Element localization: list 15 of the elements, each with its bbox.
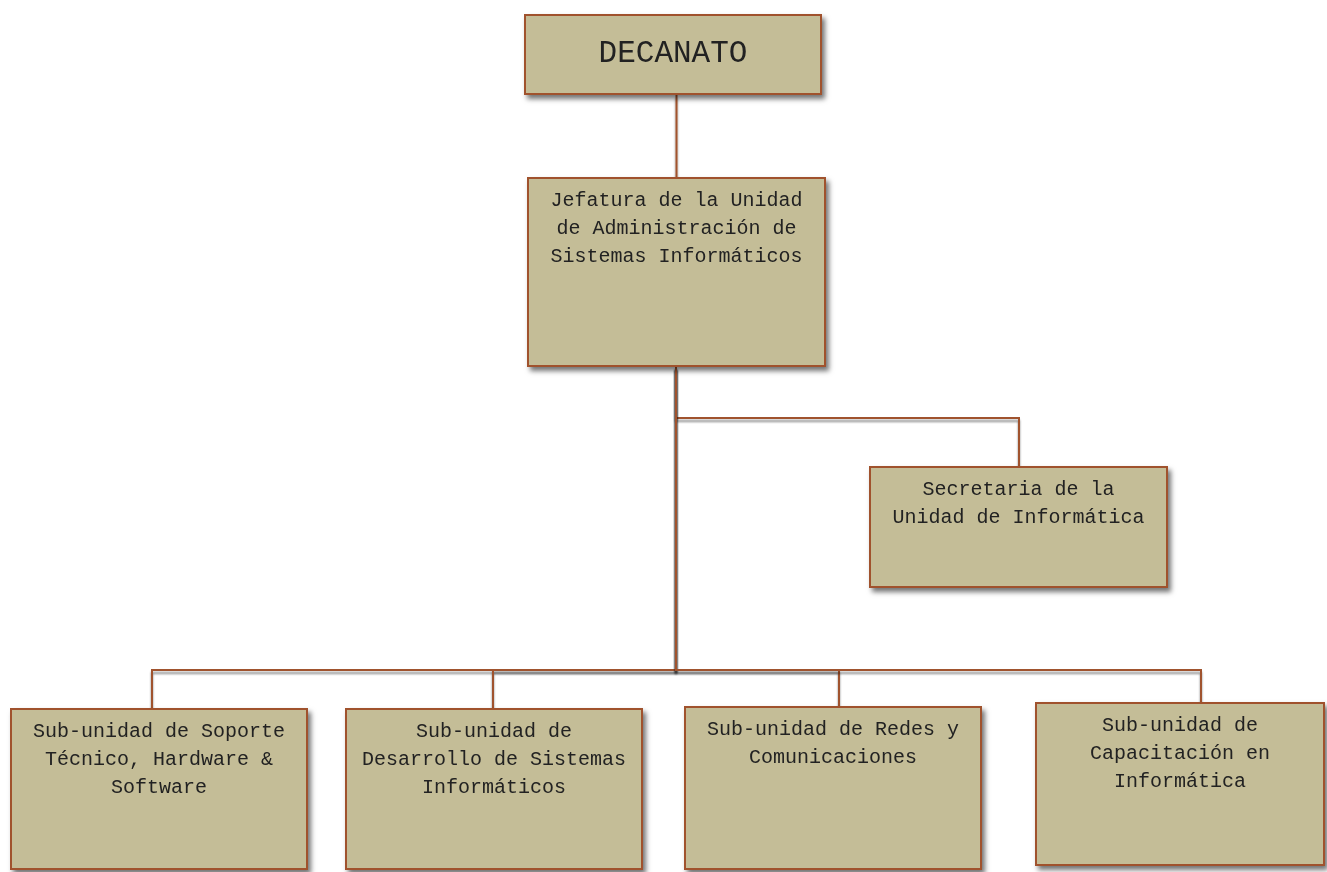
unit-name: Sub-unidad de Redes y Comunicaciones <box>705 717 960 771</box>
org-unit-box <box>527 177 826 367</box>
org-unit-box <box>869 466 1168 588</box>
connector-line <box>675 94 678 178</box>
unit-name: Sub-unidad de Capacitación en Informática <box>1089 713 1271 795</box>
unit-name: DECANATO <box>597 35 749 73</box>
unit-name: Secretaria de la Unidad de Informática <box>891 477 1146 531</box>
org-unit-box <box>1035 702 1325 866</box>
unit-name: Sub-unidad de Desarrollo de Sistemas Informáticos <box>360 719 627 801</box>
unit-name: Sub-unidad de Soporte Técnico, Hardware & Software <box>31 719 286 801</box>
org-unit-box <box>684 706 982 870</box>
org-unit-box <box>345 708 643 870</box>
org-unit-box <box>10 708 308 870</box>
unit-name: Jefatura de la Unidad de Administración de Sistemas Informáticos <box>549 188 804 270</box>
org-unit-box <box>524 14 822 95</box>
